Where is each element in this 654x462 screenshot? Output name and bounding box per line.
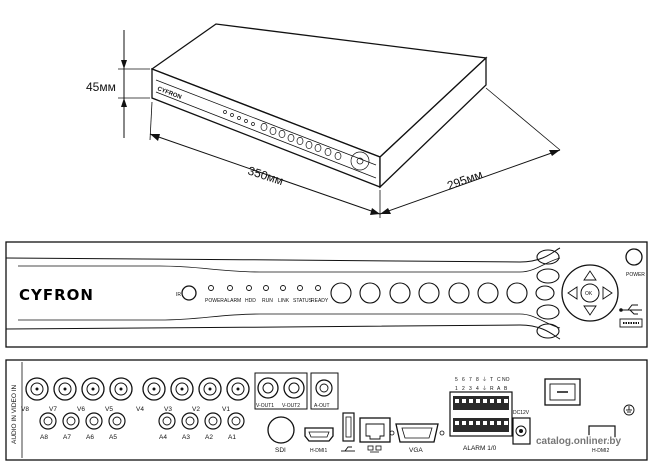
ir-label: IR: [176, 292, 181, 298]
video-audio-out-connectors: [254, 372, 339, 410]
power-switch: [544, 378, 581, 406]
label-v8: V8: [21, 406, 29, 413]
vga-connector: [389, 423, 445, 443]
label-v3: V3: [164, 406, 172, 413]
label-v1: V1: [222, 406, 230, 413]
led-labels: POWER ALARM HDD RUN LINK STATUS READY: [205, 298, 329, 304]
sdi-connector: [267, 416, 295, 444]
depth-dimension-label: 295мм: [445, 167, 484, 193]
label-vout1: V-OUT1: [256, 403, 274, 409]
brand-logo: CYFRON: [19, 286, 94, 304]
video-in-connectors: [25, 377, 250, 401]
label-sdi: SDI: [275, 447, 286, 454]
audio-in-connectors: [39, 412, 245, 430]
alarm-bottom-ground: ⏚: [482, 385, 487, 392]
joystick-ok-label: OK: [585, 291, 593, 297]
label-aout: A-OUT: [314, 403, 330, 409]
label-dc12v: DC12V: [513, 410, 530, 416]
alarm-bottom-3: 3: [469, 386, 472, 392]
alarm-bottom-4: 4: [476, 386, 479, 392]
alarm-top-no: NO: [502, 377, 510, 383]
dc-power-connector: [512, 417, 531, 445]
label-vga: VGA: [409, 447, 423, 454]
width-dimension-label: 350мм: [246, 164, 285, 189]
led-label-alarm: ALARM: [224, 298, 241, 304]
label-hdmi2: H-DMI2: [592, 448, 609, 454]
alarm-bottom-2: 2: [462, 386, 465, 392]
power-label: POWER: [626, 272, 645, 278]
alarm-top-t: T: [490, 377, 493, 383]
label-a5: A5: [109, 434, 117, 441]
label-a1: A1: [228, 434, 236, 441]
alarm-top-c: C: [497, 377, 501, 383]
hdmi1-connector: [304, 427, 334, 442]
led-label-power: POWER: [205, 298, 224, 304]
video-in-labels: V8 V7 V6 V5 V4 V3 V2 V1: [21, 406, 230, 413]
label-a8: A8: [40, 434, 48, 441]
label-a2: A2: [205, 434, 213, 441]
alarm-top-8: 8: [476, 377, 479, 383]
alarm-top-5: 5: [455, 377, 458, 383]
hdmi2-connector: [588, 425, 616, 441]
rear-side-label: AUDIO IN VIDEO IN: [11, 384, 18, 444]
led-label-ready: READY: [311, 298, 329, 304]
ground-icon: [623, 404, 635, 416]
rear-usb-connector: [341, 412, 355, 452]
alarm-top-6: 6: [462, 377, 465, 383]
led-label-hdd: HDD: [245, 298, 256, 304]
label-a4: A4: [159, 434, 167, 441]
label-v4: V4: [136, 406, 144, 413]
rear-panel: [5, 359, 648, 461]
alarm-bottom-labels: 1 2 3 4 ⏚ R A B: [455, 385, 508, 392]
led-label-link: LINK: [278, 298, 290, 304]
label-a7: A7: [63, 434, 71, 441]
front-usb-icon: [619, 304, 642, 315]
alarm-bottom-a: A: [497, 386, 501, 392]
led-label-run: RUN: [262, 298, 273, 304]
alarm-terminal: [449, 391, 513, 437]
alarm-top-ground: ⏚: [482, 376, 487, 383]
label-v5: V5: [105, 406, 113, 413]
label-alarm: ALARM 1/0: [463, 445, 497, 452]
lan-connector: [359, 417, 391, 453]
label-vout2: V-OUT2: [282, 403, 300, 409]
isometric-view: [118, 23, 561, 218]
alarm-top-7: 7: [469, 377, 472, 383]
alarm-bottom-b: B: [504, 386, 508, 392]
alarm-top-labels: 5 6 7 8 ⏚ T C NO: [455, 376, 510, 383]
label-a3: A3: [182, 434, 190, 441]
label-v6: V6: [77, 406, 85, 413]
label-hdmi1: H-DMI1: [310, 448, 327, 454]
front-panel: [5, 241, 648, 348]
watermark: catalog.onliner.by: [536, 436, 621, 447]
alarm-bottom-1: 1: [455, 386, 458, 392]
alarm-bottom-r: R: [490, 386, 494, 392]
label-v2: V2: [192, 406, 200, 413]
label-v7: V7: [49, 406, 57, 413]
label-a6: A6: [86, 434, 94, 441]
audio-in-labels: A8 A7 A6 A5 A4 A3 A2 A1: [40, 434, 236, 441]
led-label-status: STATUS: [293, 298, 313, 304]
height-dimension-label: 45мм: [86, 80, 116, 94]
